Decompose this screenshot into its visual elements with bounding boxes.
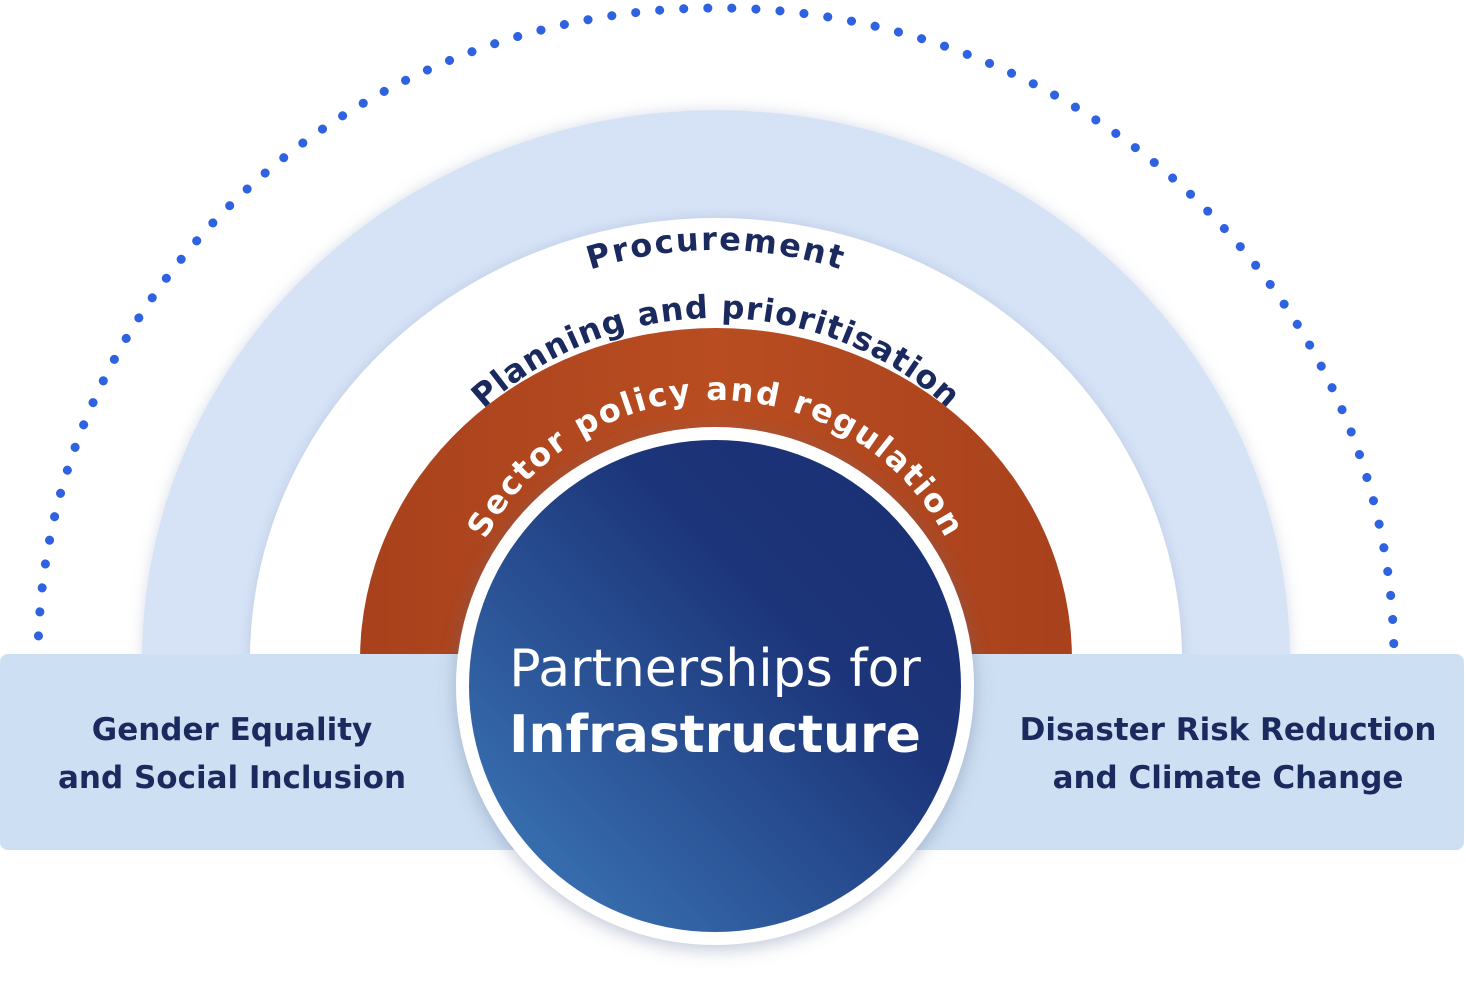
center-title-line1: Partnerships for (509, 639, 921, 699)
gesi-label-line2: and Social Inclusion (58, 760, 406, 796)
center-title-line2: Infrastructure (509, 705, 921, 765)
dotted-outer-arc (33, 3, 1399, 665)
drr-label-line1: Disaster Risk Reduction (1020, 712, 1437, 748)
center-circle (469, 440, 961, 932)
drr-label-line2: and Climate Change (1053, 760, 1404, 796)
gesi-label-line1: Gender Equality (92, 712, 372, 748)
